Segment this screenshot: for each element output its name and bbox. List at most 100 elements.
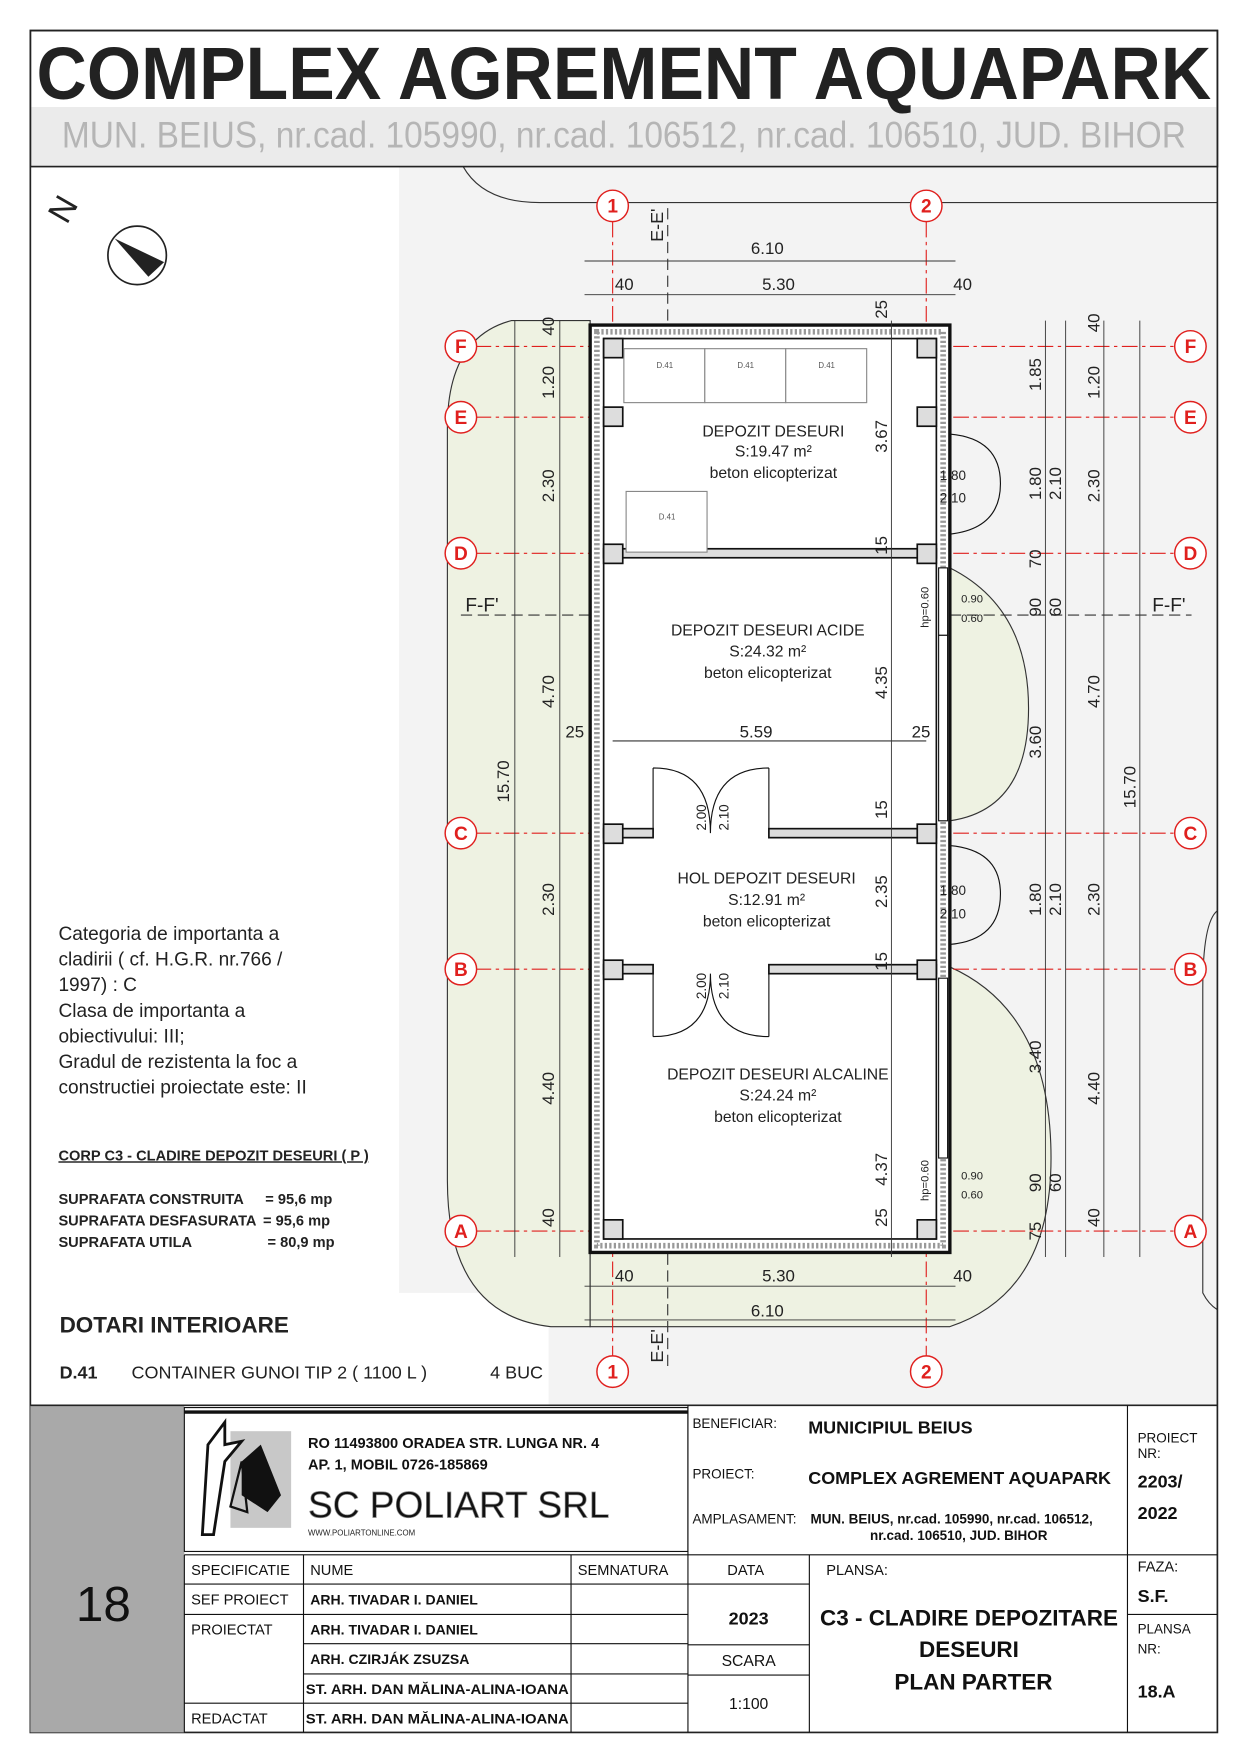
dim-label: 2.10 <box>1046 467 1065 500</box>
plansa-nr-value: 18.A <box>1138 1682 1176 1702</box>
room-area: S:19.47 m² <box>735 444 812 461</box>
dim-label: 6.10 <box>751 239 784 258</box>
note-line: cladirii ( cf. H.G.R. nr.766 / <box>58 950 283 971</box>
company-address-2: AP. 1, MOBIL 0726-185869 <box>308 1457 488 1473</box>
dim-label: 15 <box>872 536 891 555</box>
person-name: ST. ARH. DAN MĂLINA-ALINA-IOANA <box>306 1681 569 1697</box>
building-plan: D.41 D.41 D.41 D.41 <box>588 323 1002 1255</box>
person-name: ARH. CZIRJÁK ZSUZSA <box>310 1651 469 1667</box>
column-header: SPECIFICATIE <box>191 1563 290 1579</box>
dim-label: 40 <box>1084 313 1103 332</box>
area-label: SUPRAFATA UTILA <box>58 1235 192 1251</box>
axis-label: 1 <box>607 197 618 218</box>
column-header: SEMNATURA <box>578 1563 669 1579</box>
person-name: ARH. TIVADAR I. DANIEL <box>310 1591 478 1607</box>
dim-label: 1.20 <box>1084 366 1103 399</box>
note-line: Categoria de importanta a <box>58 924 279 945</box>
beneficiar-value: MUNICIPIUL BEIUS <box>808 1417 972 1437</box>
proiect-nr-label: NR: <box>1138 1446 1161 1461</box>
column-header: NUME <box>310 1563 353 1579</box>
axis-label: E <box>1184 408 1197 429</box>
dim-label: 2 10 <box>940 491 966 506</box>
dim-label: 2.35 <box>872 875 891 908</box>
dim-label: 1 80 <box>940 468 966 483</box>
company-address-1: RO 11493800 ORADEA STR. LUNGA NR. 4 <box>308 1436 600 1452</box>
company-logo <box>200 1417 292 1537</box>
dotari-desc: CONTAINER GUNOI TIP 2 ( 1100 L ) <box>132 1362 428 1382</box>
dim-label: 90 <box>1026 1173 1045 1192</box>
room-name: HOL DEPOZIT DESEURI <box>678 871 856 888</box>
dim-label: 1.20 <box>539 366 558 399</box>
note-line: Clasa de importanta a <box>58 1001 245 1022</box>
axis-label: B <box>454 960 468 981</box>
plansa-title-2: DESEURI <box>919 1637 1019 1662</box>
container-label: D.41 <box>818 361 835 370</box>
axis-label: 1 <box>607 1362 618 1383</box>
dim-label: 0.90 <box>961 1170 983 1182</box>
building-notes: Categoria de importanta a cladirii ( cf. … <box>58 924 306 1099</box>
title-block: 18 RO 11493800 ORADEA STR. LUNGA NR. 4 A… <box>30 1404 1218 1733</box>
dim-label: 1.80 <box>1026 883 1045 916</box>
dim-label: 1 80 <box>940 883 966 898</box>
company-name: SC POLIART SRL <box>308 1484 610 1526</box>
dotari-code: D.41 <box>60 1362 98 1382</box>
room-floor: beton elicopterizat <box>710 465 838 482</box>
amplasament-line-1: MUN. BEIUS, nr.cad. 105990, nr.cad. 1065… <box>810 1511 1092 1526</box>
axis-label: A <box>1184 1222 1198 1243</box>
north-arrow-icon <box>107 225 168 286</box>
room-labels: DEPOZIT DESEURI S:19.47 m² beton elicopt… <box>667 423 889 1126</box>
dim-label: 4.70 <box>539 675 558 708</box>
axis-label: F <box>1185 337 1197 358</box>
person-name: ARH. TIVADAR I. DANIEL <box>310 1622 478 1638</box>
section-ff-left: F-F' <box>465 596 498 617</box>
dim-label: 40 <box>615 275 634 294</box>
axis-label: 2 <box>921 1362 932 1383</box>
dim-label: 15.70 <box>494 760 513 802</box>
scale-value: 1:100 <box>729 1696 769 1713</box>
axis-label: F <box>455 337 467 358</box>
note-line: Gradul de rezistenta la foc a <box>58 1052 297 1073</box>
section-ee-top: E-E' <box>647 208 667 241</box>
axis-label: C <box>454 824 468 845</box>
dim-label: 70 <box>1026 549 1045 568</box>
axis-label: E <box>455 408 468 429</box>
area-value: = 95,6 mp <box>263 1213 330 1229</box>
proiect-nr-label: PROIECT <box>1138 1430 1198 1445</box>
dim-label: 2 10 <box>940 907 966 922</box>
amplasament-line-2: nr.cad. 106510, JUD. BIHOR <box>870 1528 1048 1543</box>
dim-label: hp=0.60 <box>920 1160 932 1201</box>
room-area: S:24.32 m² <box>729 644 806 661</box>
dotari-qty: 4 BUC <box>490 1362 543 1382</box>
container-label: D.41 <box>737 361 754 370</box>
dim-label: 25 <box>872 1208 891 1227</box>
dim-label: 2.10 <box>1046 883 1065 916</box>
room-name: DEPOZIT DESEURI <box>702 423 844 440</box>
axis-label: C <box>1184 824 1198 845</box>
dim-label: hp=0.60 <box>920 587 932 628</box>
room-floor: beton elicopterizat <box>704 665 832 682</box>
dim-label: 2.30 <box>539 883 558 916</box>
dotari-title: DOTARI INTERIOARE <box>60 1312 289 1337</box>
dim-label: 4.40 <box>539 1072 558 1105</box>
dim-label: 0.90 <box>961 594 983 606</box>
landscape-area <box>446 166 1218 1328</box>
corp-title: CORP C3 - CLADIRE DEPOZIT DESEURI ( P ) <box>58 1148 368 1164</box>
room-floor: beton elicopterizat <box>714 1109 842 1126</box>
column-header: FAZA: <box>1138 1560 1179 1576</box>
area-label: SUPRAFATA DESFASURATA <box>58 1213 256 1229</box>
dim-label: 40 <box>953 1267 972 1286</box>
dim-label: 5.30 <box>762 275 795 294</box>
room-floor: beton elicopterizat <box>703 913 831 930</box>
dimension-labels: 6.10 40 5.30 40 40 5.30 40 6.10 25 5.59 … <box>494 239 1139 1320</box>
room-area: S:12.91 m² <box>728 892 805 909</box>
dim-label: 4.37 <box>872 1153 891 1186</box>
dim-label: 0.60 <box>961 1189 983 1201</box>
beneficiar-label: BENEFICIAR: <box>692 1416 777 1431</box>
role: SEF PROIECT <box>191 1592 288 1608</box>
column-header: PLANSA: <box>826 1563 888 1579</box>
column-header: DATA <box>727 1563 764 1579</box>
dim-label: 2.10 <box>716 804 731 830</box>
plansa-title-1: C3 - CLADIRE DEPOZITARE <box>820 1606 1118 1631</box>
dim-label: 90 <box>1026 598 1045 617</box>
company-web: WWW.POLIARTONLINE.COM <box>308 1529 415 1538</box>
